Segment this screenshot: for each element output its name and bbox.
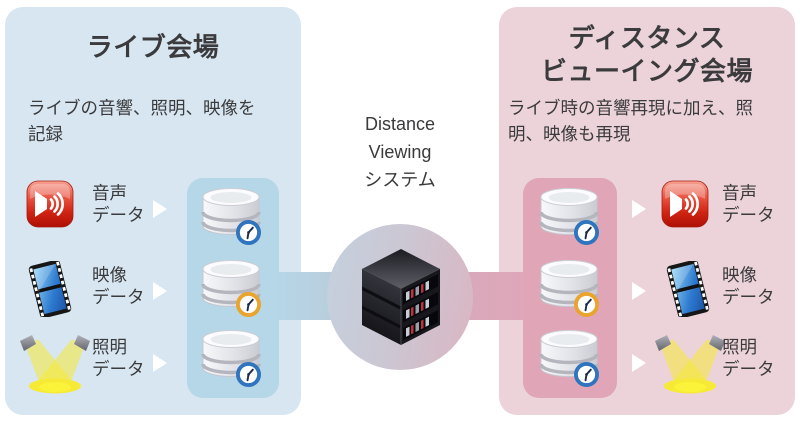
clock-badge-icon <box>236 292 261 317</box>
stream-label: 照明 データ <box>92 337 145 379</box>
arrow-right-icon <box>632 200 646 218</box>
server-rack-icon <box>360 247 442 347</box>
film-video-icon <box>657 261 719 317</box>
stream-label: 音声 データ <box>92 183 145 225</box>
arrow-right-icon <box>153 200 167 218</box>
clock-badge-icon <box>574 220 599 245</box>
clock-badge-icon <box>236 362 261 387</box>
distance-venue-title: ディスタンス ビューイング会場 <box>540 23 753 86</box>
live-storage-box <box>187 178 279 398</box>
live-venue-title: ライブ会場 <box>86 32 220 62</box>
clock-badge-icon <box>236 220 261 245</box>
hub-label: Distance Viewing システム <box>364 114 436 190</box>
distance-venue-description: ライブ時の音響再現に加え、照 明、映像も再現 <box>508 98 753 144</box>
stream-label: 音声 データ <box>722 183 775 225</box>
database-icon <box>200 328 266 394</box>
speaker-audio-icon <box>26 180 74 228</box>
stream-label: 映像 データ <box>722 265 775 307</box>
clock-badge-icon <box>574 292 599 317</box>
spotlight-icon <box>649 334 731 394</box>
speaker-audio-icon <box>661 180 709 228</box>
stream-label: 照明 データ <box>722 337 775 379</box>
arrow-right-icon <box>153 282 167 300</box>
live-venue-panel: ライブ会場 ライブの音響、照明、映像を 記録 音声 データ 映像 データ 照明 … <box>5 7 301 415</box>
distance-venue-panel: ディスタンス ビューイング会場 ライブ時の音響再現に加え、照 明、映像も再現 音… <box>499 7 795 415</box>
arrow-right-icon <box>632 354 646 372</box>
spotlight-icon <box>14 334 96 394</box>
film-video-icon <box>19 261 81 317</box>
database-icon <box>200 258 266 324</box>
clock-badge-icon <box>574 362 599 387</box>
arrow-right-icon <box>153 354 167 372</box>
database-icon <box>538 258 604 324</box>
stream-label: 映像 データ <box>92 265 145 307</box>
arrow-right-icon <box>632 282 646 300</box>
database-icon <box>538 186 604 252</box>
database-icon <box>200 186 266 252</box>
database-icon <box>538 328 604 394</box>
distance-storage-box <box>523 178 617 398</box>
live-venue-description: ライブの音響、照明、映像を 記録 <box>28 98 256 144</box>
